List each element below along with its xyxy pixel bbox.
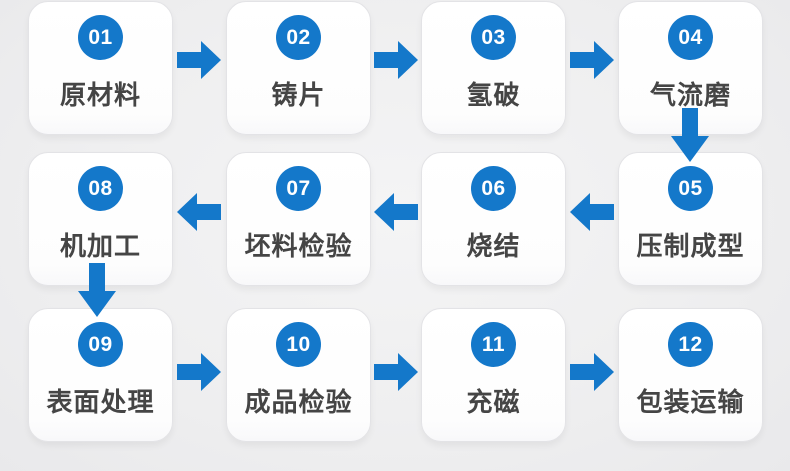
arrow-right-icon (374, 353, 418, 391)
step-label: 成品检验 (244, 387, 353, 417)
step-card-07: 07 坯料检验 (226, 152, 371, 286)
step-label: 表面处理 (46, 387, 155, 417)
step-label: 压制成型 (636, 231, 745, 261)
arrow-left-icon (570, 193, 614, 231)
step-label: 氢破 (466, 80, 521, 110)
step-number-badge: 05 (668, 166, 713, 211)
step-card-10: 10 成品检验 (226, 308, 371, 442)
step-card-03: 03 氢破 (421, 1, 566, 135)
step-label: 坯料检验 (244, 231, 353, 261)
step-label: 原材料 (59, 80, 141, 110)
step-label: 气流磨 (649, 80, 731, 110)
step-card-12: 12 包装运输 (618, 308, 763, 442)
step-number-badge: 12 (668, 322, 713, 367)
step-label: 铸片 (271, 80, 326, 110)
arrow-right-icon (177, 41, 221, 79)
step-card-11: 11 充磁 (421, 308, 566, 442)
step-label: 烧结 (466, 231, 521, 261)
arrow-right-icon (570, 41, 614, 79)
step-number-badge: 11 (471, 322, 516, 367)
step-number-badge: 06 (471, 166, 516, 211)
step-label: 包装运输 (636, 387, 745, 417)
step-label: 充磁 (466, 387, 521, 417)
arrow-left-icon (374, 193, 418, 231)
step-number-badge: 02 (276, 15, 321, 60)
step-number-badge: 04 (668, 15, 713, 60)
step-number-badge: 10 (276, 322, 321, 367)
step-number-badge: 03 (471, 15, 516, 60)
arrow-right-icon (570, 353, 614, 391)
step-number-badge: 09 (78, 322, 123, 367)
step-card-01: 01 原材料 (28, 1, 173, 135)
step-number-badge: 01 (78, 15, 123, 60)
arrow-right-icon (374, 41, 418, 79)
step-number-badge: 07 (276, 166, 321, 211)
step-card-06: 06 烧结 (421, 152, 566, 286)
arrow-left-icon (177, 193, 221, 231)
step-label: 机加工 (59, 231, 141, 261)
arrow-right-icon (177, 353, 221, 391)
arrow-down-icon (78, 263, 116, 317)
arrow-down-icon (671, 108, 709, 162)
step-number-badge: 08 (78, 166, 123, 211)
step-card-02: 02 铸片 (226, 1, 371, 135)
step-card-09: 09 表面处理 (28, 308, 173, 442)
step-card-05: 05 压制成型 (618, 152, 763, 286)
